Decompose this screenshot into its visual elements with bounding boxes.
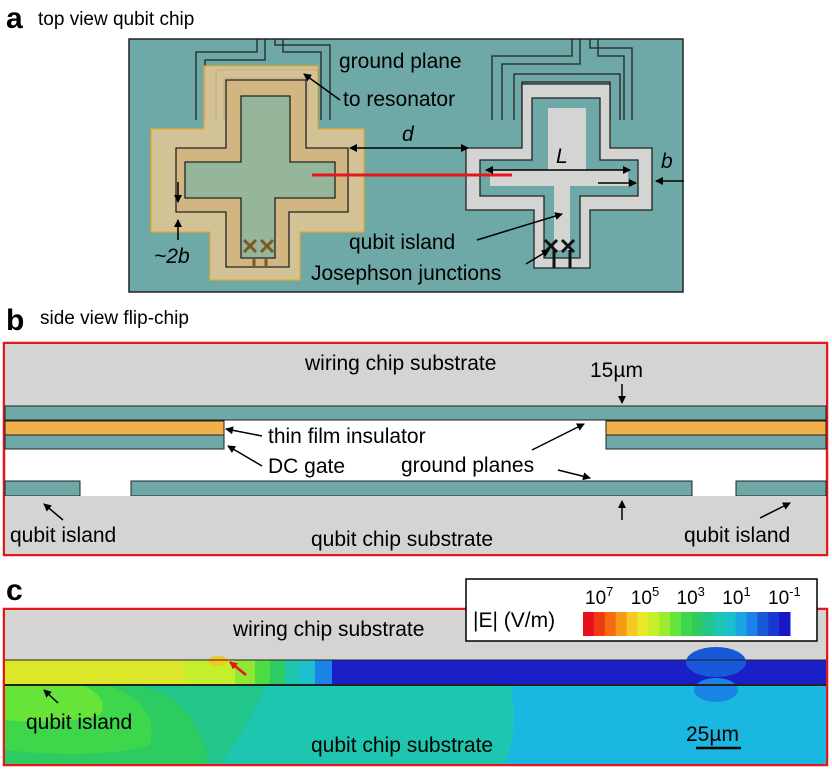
- colorbar-swatch: [637, 612, 649, 636]
- colorbar-swatch: [779, 612, 791, 636]
- josephson-arrow: [525, 249, 550, 265]
- insulator-arrow: [225, 426, 263, 437]
- colorbar-tick-label: 10-1: [768, 584, 801, 609]
- colorbar-swatch: [583, 612, 595, 636]
- label-b: b: [661, 150, 673, 173]
- dc-gate-left: [4, 434, 225, 450]
- substrate-field-blob: [694, 678, 738, 702]
- colorbar-tick-label: 107: [585, 584, 613, 609]
- label-qubit-island-right: qubit island: [684, 524, 790, 547]
- gap-field-7: [300, 660, 315, 685]
- colorbar: [583, 612, 791, 636]
- label-d: d: [402, 123, 415, 146]
- josephson-junctions-right: [543, 238, 576, 268]
- label-wiring-substrate-c: wiring chip substrate: [232, 618, 424, 641]
- colorbar-swatch: [724, 612, 737, 636]
- qubit-island-arrow-c: [43, 689, 59, 704]
- ground-planes-arrow-top: [531, 423, 585, 451]
- dc-gate-right: [605, 434, 827, 450]
- resonator-trace-right: [491, 39, 633, 120]
- gap-field-4: [255, 660, 270, 685]
- gap-field-3: [235, 660, 255, 685]
- panel-c-letter: c: [6, 574, 23, 607]
- panel-b-title: side view flip-chip: [40, 308, 189, 329]
- panel-a-letter: a: [6, 2, 23, 35]
- to-resonator-arrow: [303, 73, 341, 101]
- panel-a-title: top view qubit chip: [38, 9, 194, 30]
- label-ground-plane: ground plane: [339, 50, 462, 73]
- colorbar-swatch: [768, 612, 780, 636]
- colorbar-swatch: [691, 612, 704, 636]
- label-qubit-island: qubit island: [349, 231, 455, 254]
- label-ground-planes: ground planes: [401, 454, 534, 477]
- qubit-island-cross: [184, 95, 336, 259]
- label-to-resonator: to resonator: [343, 88, 455, 111]
- gap-field-2: [185, 660, 235, 685]
- qubit-island-arrow: [476, 212, 563, 241]
- label-insulator: thin film insulator: [268, 425, 426, 448]
- dc-gate-arrow: [227, 445, 263, 467]
- scale-label: 25µm: [686, 723, 739, 746]
- gap-field-5: [270, 660, 285, 685]
- qubit-left: [150, 65, 365, 281]
- ground-plane-film: [130, 480, 693, 497]
- colorbar-tick-label: 105: [631, 584, 659, 609]
- label-dc-gate: DC gate: [268, 455, 345, 478]
- qubit-island-left-film: [4, 480, 81, 497]
- qubit-island-right-arrow: [759, 502, 791, 519]
- colorbar-swatch: [670, 612, 682, 636]
- panel-b-letter: b: [6, 304, 24, 337]
- colorbar-tick-label: 101: [722, 584, 750, 609]
- colorbar-swatch: [681, 612, 693, 636]
- gap-field-9: [332, 660, 826, 685]
- gap-field-1: [5, 660, 185, 685]
- colorbar-swatch: [604, 612, 617, 636]
- hotspot-arrow: [229, 661, 247, 676]
- label-qubit-substrate-b: qubit chip substrate: [311, 528, 493, 551]
- panel-b: b side view flip-chip wiring chip substr…: [2, 304, 829, 557]
- colorbar-swatch: [626, 612, 638, 636]
- label-qubit-island-c: qubit island: [26, 711, 132, 734]
- panel-c: c wiring chip substrate |E| (V/m): [2, 574, 829, 767]
- colorbar-swatch: [593, 612, 606, 636]
- label-qubit-island-left: qubit island: [10, 524, 116, 547]
- colorbar-swatch: [702, 612, 715, 636]
- colorbar-label: |E| (V/m): [473, 609, 555, 632]
- gap-field-blob: [686, 647, 746, 677]
- insulator-left: [4, 420, 225, 436]
- colorbar-swatch: [659, 612, 671, 636]
- colorbar-tick-label: 103: [677, 584, 705, 609]
- label-two-b: ~2b: [154, 245, 190, 268]
- field-hotspot: [208, 656, 228, 666]
- colorbar-swatch: [648, 612, 660, 636]
- wiring-ground-plane: [4, 405, 827, 421]
- qubit-island-left-arrow: [43, 503, 64, 521]
- josephson-junctions-left: [242, 238, 275, 267]
- insulator-right: [605, 420, 827, 436]
- qubit-substrate: [5, 496, 826, 554]
- gap-field-6: [285, 660, 300, 685]
- label-josephson: Josephson junctions: [311, 262, 501, 285]
- label-qubit-substrate-c: qubit chip substrate: [311, 734, 493, 757]
- colorbar-swatch: [757, 612, 769, 636]
- label-thickness: 15µm: [590, 359, 643, 382]
- substrate-field-zone-6: [5, 686, 103, 722]
- colorbar-ticks: 107 105 103 101 10-1: [585, 584, 801, 609]
- colorbar-swatch: [746, 612, 758, 636]
- wiring-substrate: [5, 344, 826, 406]
- label-wiring-substrate-b: wiring chip substrate: [304, 352, 496, 375]
- substrate-field-zone-7: [505, 686, 826, 764]
- panel-a: a top view qubit chip: [6, 2, 684, 293]
- colorbar-swatch: [615, 612, 628, 636]
- colorbar-swatch: [713, 612, 726, 636]
- colorbar-swatch: [735, 612, 747, 636]
- gap-field-8: [315, 660, 332, 685]
- ground-planes-arrow-bottom: [557, 469, 591, 481]
- label-L: L: [556, 145, 568, 168]
- qubit-island-right-film: [735, 480, 827, 497]
